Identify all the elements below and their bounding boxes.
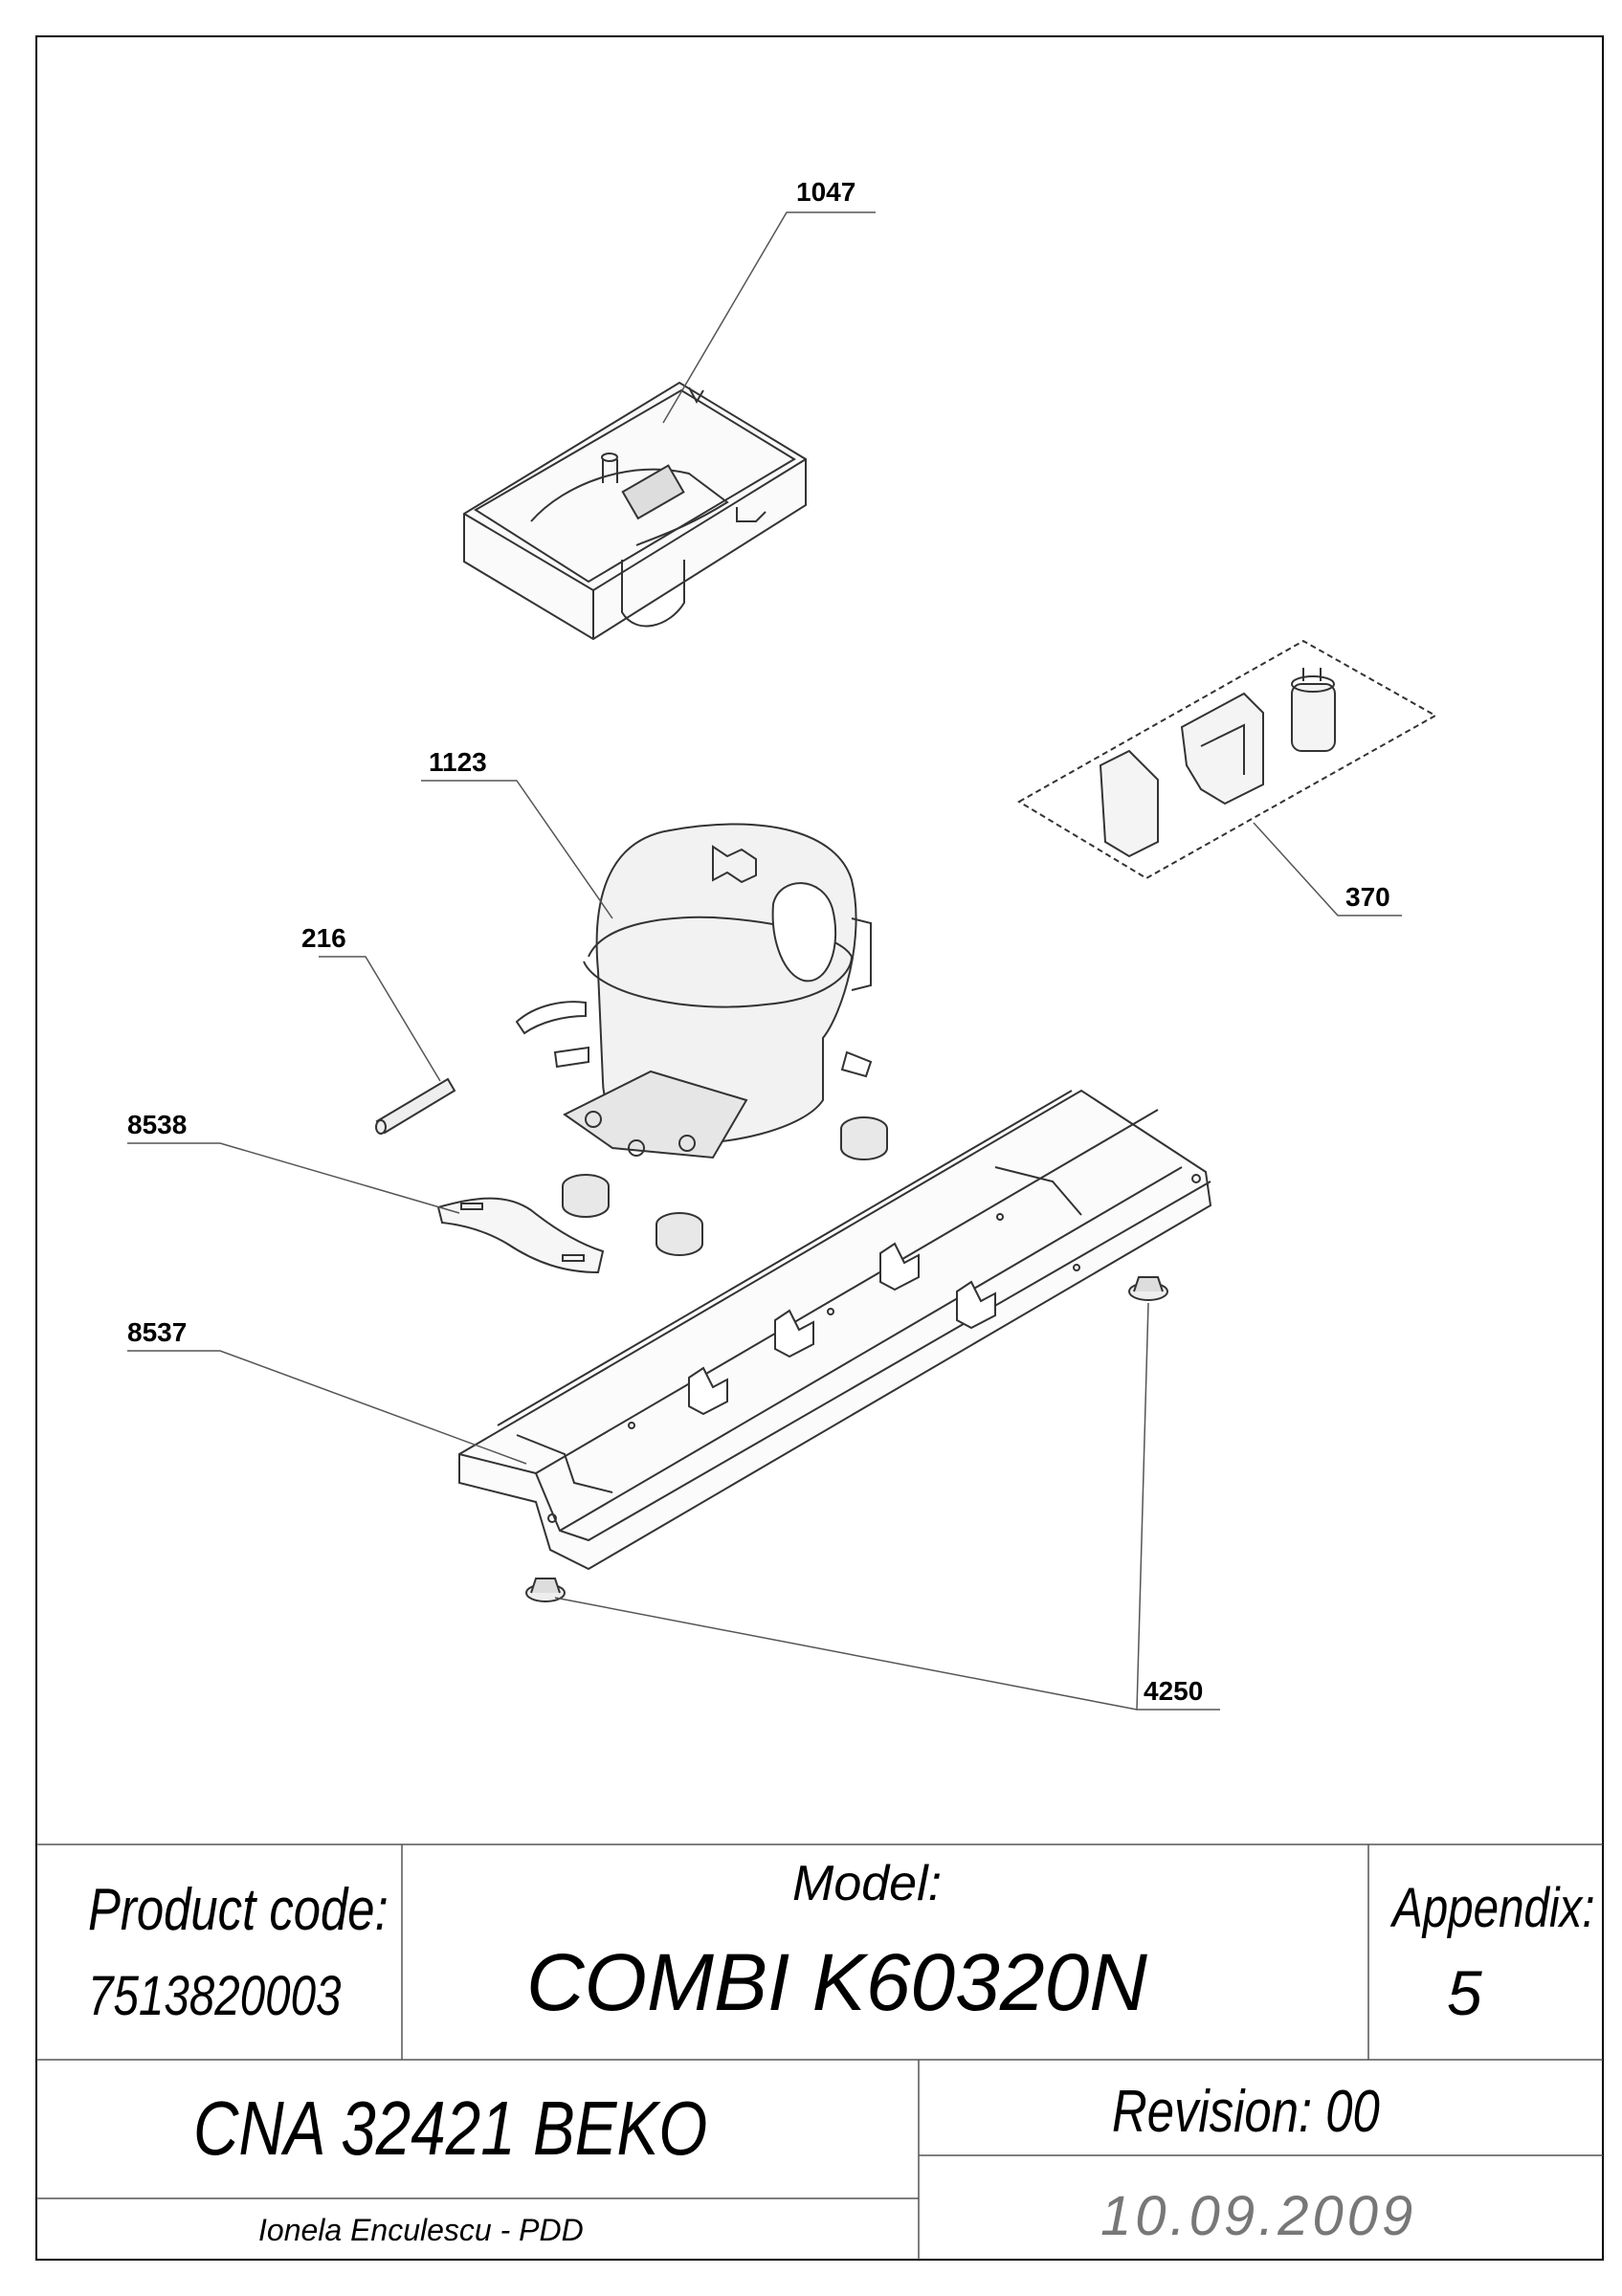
rubber-grommets <box>562 1116 888 1256</box>
title-block-grid <box>36 1843 1603 2260</box>
author-name: Ionela Enculescu - PDD <box>258 2213 584 2247</box>
callout-370: 370 <box>1345 882 1390 912</box>
revision-label: Revision: 00 <box>1112 2079 1380 2145</box>
leader-lines <box>127 211 1402 1711</box>
relay-kit-part <box>1017 639 1438 880</box>
callout-1047: 1047 <box>796 177 855 207</box>
callout-216: 216 <box>301 923 346 953</box>
appendix-label: Appendix: <box>1392 1877 1595 1939</box>
model-label: Model: <box>792 1856 943 1911</box>
callout-4250: 4250 <box>1144 1676 1203 1706</box>
pin-part <box>375 1077 456 1135</box>
callout-8537: 8537 <box>127 1317 187 1347</box>
product-code-label: Product code: <box>88 1877 389 1943</box>
callout-1123: 1123 <box>429 747 487 777</box>
sheet-border <box>35 35 1604 2261</box>
product-family: CNA 32421 BEKO <box>193 2086 708 2171</box>
product-code-value: 7513820003 <box>88 1965 342 2027</box>
snap-fasteners-part <box>525 1276 1168 1602</box>
drip-tray-part <box>463 381 807 641</box>
base-rails-part <box>458 1089 1212 1571</box>
callout-8538: 8538 <box>127 1110 187 1139</box>
compressor-part <box>515 823 873 1159</box>
model-value: COMBI K60320N <box>526 1937 1147 2027</box>
issue-date: 10.09.2009 <box>1100 2185 1417 2247</box>
clamp-plate-part <box>436 1197 605 1274</box>
appendix-value: 5 <box>1447 1957 1482 2028</box>
